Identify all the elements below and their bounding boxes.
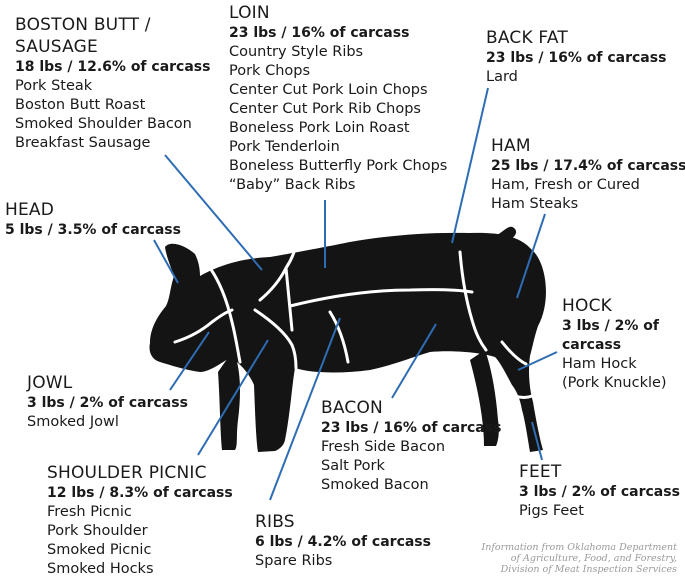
leader-back-fat [452,88,488,243]
product-list: Fresh Side Bacon Salt Pork Smoked Bacon [321,438,501,495]
cut-stat: 3 lbs / 2% of [562,317,667,336]
label-hock: HOCK 3 lbs / 2% of carcass Ham Hock (Por… [562,295,667,393]
label-ham: HAM 25 lbs / 17.4% of carcass Ham, Fresh… [491,135,685,214]
cut-name: SHOULDER PICNIC [47,462,233,484]
cut-name: RIBS [255,511,431,533]
label-ribs: RIBS 6 lbs / 4.2% of carcass Spare Ribs [255,511,431,571]
label-loin: LOIN 23 lbs / 16% of carcass Country Sty… [229,2,447,195]
label-feet: FEET 3 lbs / 2% of carcass Pigs Feet [519,461,680,521]
label-bacon: BACON 23 lbs / 16% of carcass Fresh Side… [321,397,501,495]
cut-name: LOIN [229,2,447,24]
label-back-fat: BACK FAT 23 lbs / 16% of carcass Lard [486,27,666,87]
product-item: Ham Hock [562,355,667,374]
cut-name: HEAD [5,199,181,221]
cut-name: HOCK [562,295,667,317]
cut-stat: 5 lbs / 3.5% of carcass [5,221,181,240]
seam-hock-feet [515,396,532,398]
cut-name: FEET [519,461,680,483]
cut-stat: 23 lbs / 16% of carcass [486,49,666,68]
label-jowl: JOWL 3 lbs / 2% of carcass Smoked Jowl [27,372,188,432]
product-item: Boston Butt Roast [15,96,210,115]
product-item: Fresh Picnic [47,503,233,522]
cut-stat: carcass [562,336,667,355]
source-line: of Agriculture, Food, and Forestry, [447,553,677,564]
cut-name: HAM [491,135,685,157]
cut-stat: 12 lbs / 8.3% of carcass [47,484,233,503]
product-item: Lard [486,68,666,87]
source-line: Division of Meat Inspection Services [447,564,677,575]
product-list: Fresh Picnic Pork Shoulder Smoked Picnic… [47,503,233,579]
product-item: Pigs Feet [519,502,680,521]
cut-stat: 23 lbs / 16% of carcass [321,419,501,438]
product-item: Fresh Side Bacon [321,438,501,457]
product-item: Smoked Bacon [321,476,501,495]
product-item: Smoked Shoulder Bacon [15,115,210,134]
product-list: Ham Hock (Pork Knuckle) [562,355,667,393]
product-list: Pork Steak Boston Butt Roast Smoked Shou… [15,77,210,153]
product-item: Pork Tenderloin [229,138,447,157]
cut-name: BACON [321,397,501,419]
cut-name: JOWL [27,372,188,394]
product-item: Center Cut Pork Rib Chops [229,100,447,119]
label-boston-butt: BOSTON BUTT / SAUSAGE 18 lbs / 12.6% of … [15,14,210,153]
product-item: Boneless Pork Loin Roast [229,119,447,138]
product-item: Breakfast Sausage [15,134,210,153]
product-item: Country Style Ribs [229,43,447,62]
cut-stat: 3 lbs / 2% of carcass [27,394,188,413]
product-item: Boneless Butterfly Pork Chops [229,157,447,176]
pig-left-front-leg [218,352,240,450]
cut-stat: 25 lbs / 17.4% of carcass [491,157,685,176]
source-line: Information from Oklahoma Department [447,542,677,553]
product-item: Spare Ribs [255,552,431,571]
product-item: Smoked Picnic [47,541,233,560]
product-list: Lard [486,68,666,87]
product-item: Center Cut Pork Loin Chops [229,81,447,100]
product-item: Smoked Hocks [47,560,233,579]
cut-stat: 6 lbs / 4.2% of carcass [255,533,431,552]
product-list: Pigs Feet [519,502,680,521]
product-list: Ham, Fresh or Cured Ham Steaks [491,176,685,214]
product-item: Pork Shoulder [47,522,233,541]
cut-stat: 3 lbs / 2% of carcass [519,483,680,502]
cut-stat: 18 lbs / 12.6% of carcass [15,58,210,77]
product-item: Pork Chops [229,62,447,81]
label-head: HEAD 5 lbs / 3.5% of carcass [5,199,181,240]
cut-stat: 23 lbs / 16% of carcass [229,24,447,43]
cut-name: SAUSAGE [15,36,210,58]
product-list: Smoked Jowl [27,413,188,432]
product-item: “Baby” Back Ribs [229,176,447,195]
product-list: Country Style Ribs Pork Chops Center Cut… [229,43,447,195]
product-item: Ham, Fresh or Cured [491,176,685,195]
product-item: Salt Pork [321,457,501,476]
product-item: Smoked Jowl [27,413,188,432]
label-shoulder-picnic: SHOULDER PICNIC 12 lbs / 8.3% of carcass… [47,462,233,579]
product-item: Pork Steak [15,77,210,96]
product-list: Spare Ribs [255,552,431,571]
source-credit: Information from Oklahoma Department of … [447,542,677,575]
cut-name: BACK FAT [486,27,666,49]
cut-name: BOSTON BUTT / [15,14,210,36]
product-item: (Pork Knuckle) [562,374,667,393]
product-item: Ham Steaks [491,195,685,214]
